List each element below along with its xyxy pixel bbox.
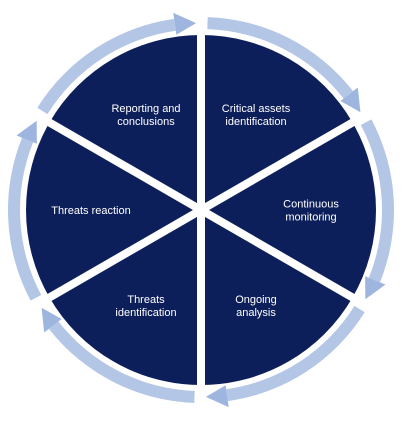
segment-label-line: Ongoing xyxy=(235,294,277,306)
wedge-ongoing-analysis xyxy=(201,210,353,385)
ring-arrow-band xyxy=(37,18,176,115)
segment-label-line: Reporting and xyxy=(111,103,180,115)
segment-label-line: identification xyxy=(115,307,176,319)
ring-arrow-band xyxy=(226,305,365,402)
cycle-wedges xyxy=(25,31,376,389)
ring-arrow-band xyxy=(207,17,354,99)
ring-arrow-head xyxy=(173,12,197,35)
ring-arrow-head xyxy=(340,87,361,113)
segment-label-line: identification xyxy=(225,116,286,128)
ring-arrow-head xyxy=(16,120,37,144)
segment-label-line: monitoring xyxy=(285,212,336,224)
segment-label-line: Continuous xyxy=(283,199,339,211)
wedge-critical-assets xyxy=(201,35,353,210)
wedge-separator xyxy=(43,206,204,303)
wedge-threats-reaction xyxy=(25,122,202,298)
wedge-threats-identification xyxy=(49,210,201,385)
ring-arrow-head xyxy=(205,385,229,408)
cycle-ring xyxy=(7,12,394,408)
ring-arrow-head xyxy=(365,276,386,300)
segment-label-line: conclusions xyxy=(117,116,175,128)
ring-arrow-band xyxy=(48,321,195,403)
wedge-separator xyxy=(43,117,204,214)
segment-label-threats-reaction: Threats reaction xyxy=(51,205,130,217)
segment-label-line: Threats xyxy=(127,294,165,306)
wedge-reporting-conclusions xyxy=(49,35,201,210)
wedge-separator xyxy=(199,206,359,303)
segment-label-line: Critical assets xyxy=(222,103,291,115)
ring-arrow-band xyxy=(7,137,42,301)
ring-arrow-band xyxy=(360,119,394,283)
segment-label-line: Threats reaction xyxy=(51,205,130,217)
segment-label-line: analysis xyxy=(236,307,276,319)
ring-arrow-head xyxy=(41,307,62,333)
wedge-continuous-monitoring xyxy=(201,122,376,298)
wedge-separator xyxy=(199,117,359,214)
